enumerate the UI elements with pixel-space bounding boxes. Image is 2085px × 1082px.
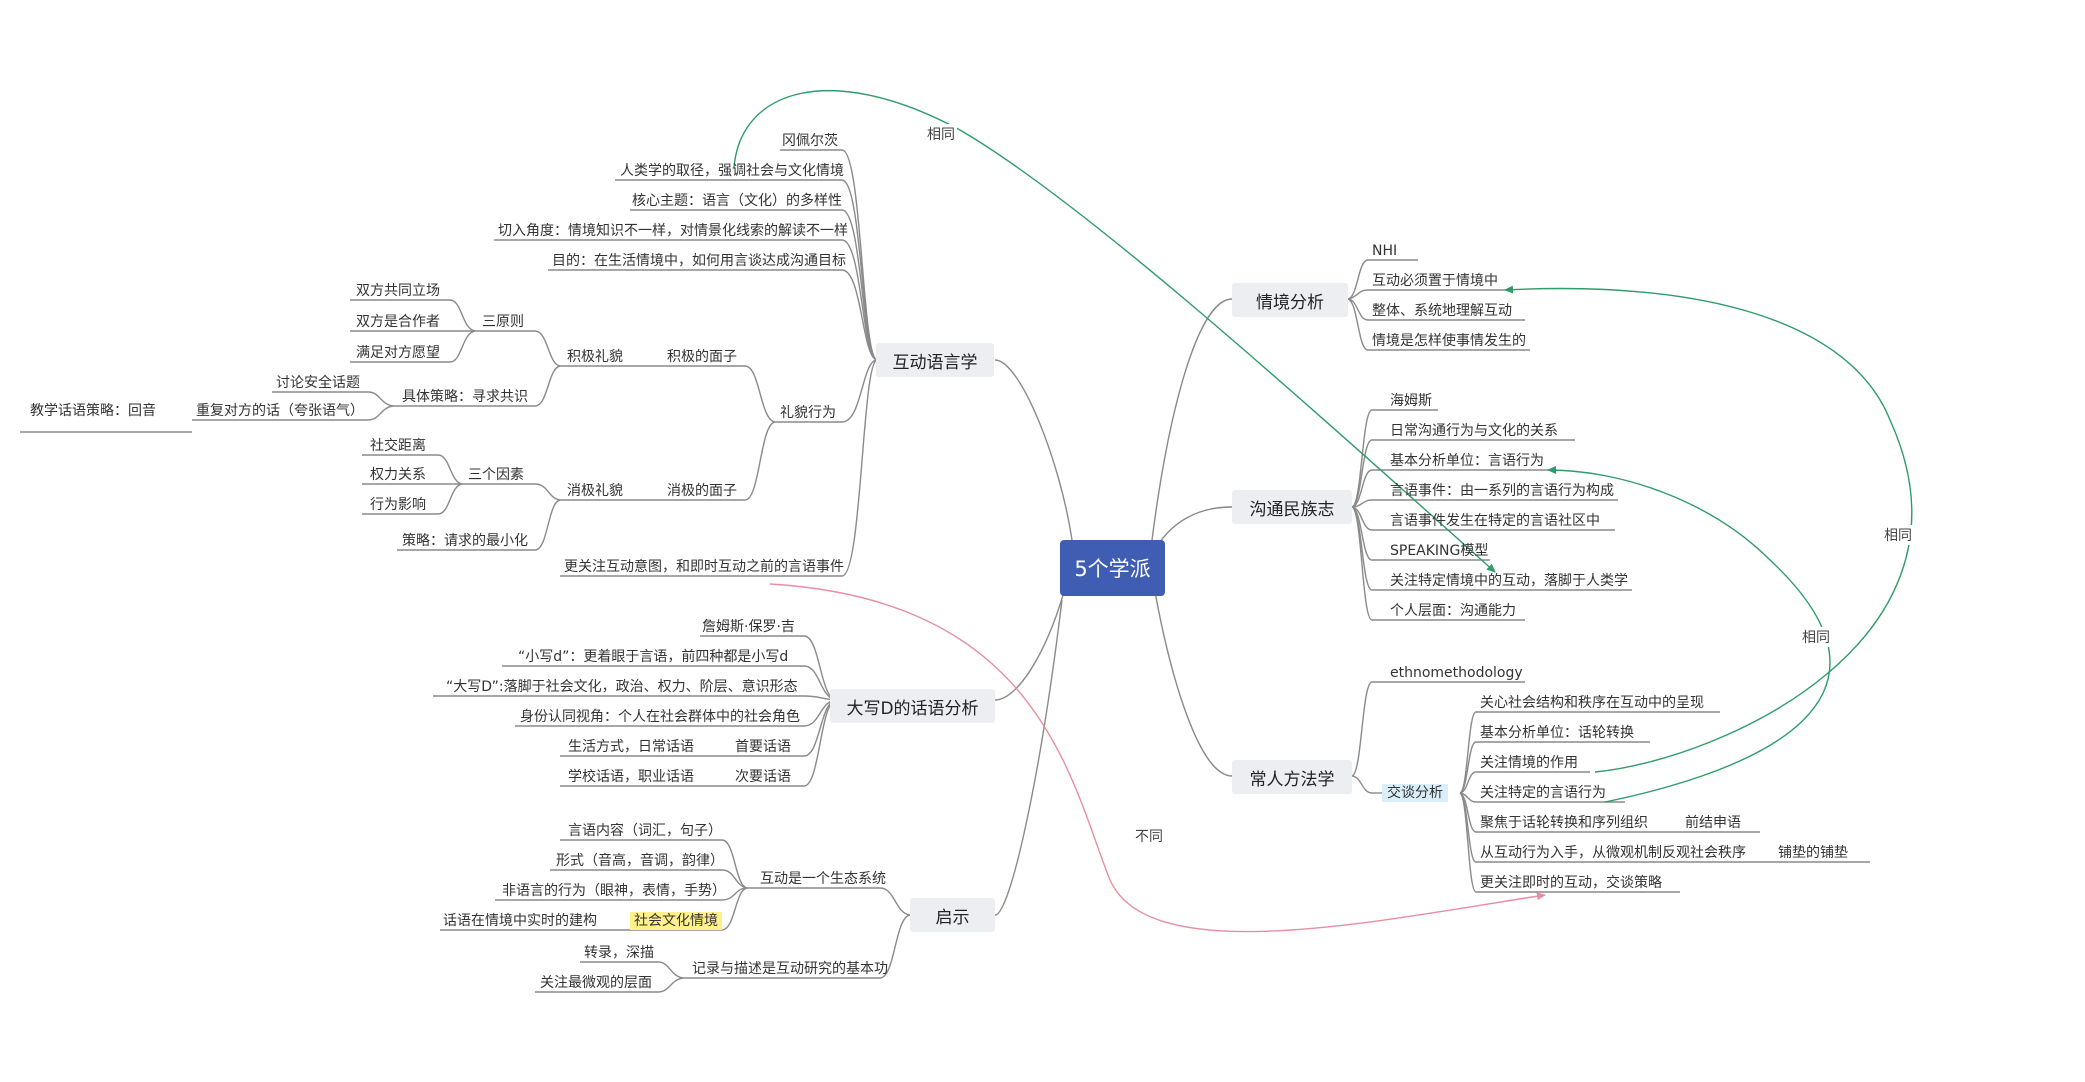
branch-big-d-discourse-analysis[interactable]: 大写D的话语分析 [830, 689, 995, 723]
node-conversation-analysis[interactable]: 交谈分析 [1382, 784, 1448, 802]
node-principle-common-ground[interactable]: 双方共同立场 [356, 283, 440, 299]
relation-label-same-1[interactable]: 相同 [925, 124, 957, 144]
node-speaking-model[interactable]: SPEAKING模型 [1390, 543, 1489, 559]
node-verbal-content[interactable]: 言语内容（词汇，句子） [568, 823, 722, 839]
node-anthropology-focus[interactable]: 关注特定情境中的互动，落脚于人类学 [1390, 573, 1628, 589]
node-micro-level[interactable]: 关注最微观的层面 [540, 975, 652, 991]
node-principle-cooperators[interactable]: 双方是合作者 [356, 314, 440, 330]
branch-situation-analysis[interactable]: 情境分析 [1232, 283, 1348, 317]
node-sociocultural-context[interactable]: 社会文化情境 [630, 912, 722, 930]
node-negative-face[interactable]: 消极的面子 [667, 483, 737, 499]
node-nhi[interactable]: NHI [1372, 243, 1398, 259]
node-secondary-examples[interactable]: 学校话语，职业话语 [568, 769, 694, 785]
branch-interactional-linguistics[interactable]: 互动语言学 [876, 343, 994, 377]
node-ecosystem[interactable]: 互动是一个生态系统 [760, 871, 886, 887]
node-pre-pre[interactable]: 铺垫的铺垫 [1778, 845, 1848, 861]
node-interaction-in-context[interactable]: 互动必须置于情境中 [1372, 273, 1498, 289]
node-primary-discourse[interactable]: 首要话语 [735, 739, 791, 755]
branch-ethnography-of-communication[interactable]: 沟通民族志 [1232, 490, 1352, 524]
node-social-distance[interactable]: 社交距离 [370, 438, 426, 454]
node-ethnomethodology-en[interactable]: ethnomethodology [1390, 665, 1523, 681]
node-small-d[interactable]: “小写d”：更着眼于言语，前四种都是小写d [518, 649, 789, 665]
node-minimize-request[interactable]: 策略：请求的最小化 [402, 533, 528, 549]
node-sequence-organization[interactable]: 聚焦于话轮转换和序列组织 [1480, 815, 1648, 831]
node-repeat-words[interactable]: 重复对方的话（夸张语气） [196, 403, 364, 419]
node-immediate-interaction[interactable]: 更关注即时的互动，交谈策略 [1480, 875, 1662, 891]
node-james-paul-gee[interactable]: 詹姆斯·保罗·吉 [702, 619, 795, 635]
node-three-factors[interactable]: 三个因素 [468, 467, 524, 483]
root-topic[interactable]: 5个学派 [1060, 540, 1165, 596]
relation-label-same-3[interactable]: 相同 [1882, 525, 1914, 545]
node-nonverbal[interactable]: 非语言的行为（眼神，表情，手势） [502, 883, 726, 899]
node-speech-event[interactable]: 言语事件：由一系列的言语行为构成 [1390, 483, 1614, 499]
node-identity-perspective[interactable]: 身份认同视角：个人在社会群体中的社会角色 [520, 709, 800, 725]
node-hymes[interactable]: 海姆斯 [1390, 393, 1432, 409]
node-transcribe[interactable]: 转录，深描 [584, 945, 654, 961]
node-focus-intent[interactable]: 更关注互动意图，和即时互动之前的言语事件 [564, 559, 844, 575]
node-principle-satisfy-wants[interactable]: 满足对方愿望 [356, 345, 440, 361]
node-secondary-discourse[interactable]: 次要话语 [735, 769, 791, 785]
node-communicative-competence[interactable]: 个人层面：沟通能力 [1390, 603, 1516, 619]
relation-label-different[interactable]: 不同 [1133, 826, 1165, 846]
branch-ethnomethodology[interactable]: 常人方法学 [1232, 760, 1352, 794]
node-three-principles[interactable]: 三原则 [482, 314, 524, 330]
node-power-relation[interactable]: 权力关系 [370, 467, 426, 483]
node-how-context-works[interactable]: 情境是怎样使事情发生的 [1372, 333, 1526, 349]
node-entry-angle[interactable]: 切入角度：情境知识不一样，对情景化线索的解读不一样 [498, 223, 848, 239]
node-realtime-construction[interactable]: 话语在情境中实时的建构 [443, 913, 597, 929]
node-goal[interactable]: 目的：在生活情境中，如何用言谈达成沟通目标 [552, 253, 846, 269]
node-specific-speech-act[interactable]: 关注特定的言语行为 [1480, 785, 1606, 801]
node-positive-face[interactable]: 积极的面子 [667, 349, 737, 365]
node-pre-sequence[interactable]: 前结申语 [1685, 815, 1741, 831]
branch-insight[interactable]: 启示 [910, 898, 995, 932]
node-safe-topics[interactable]: 讨论安全话题 [276, 375, 360, 391]
node-communication-culture[interactable]: 日常沟通行为与文化的关系 [1390, 423, 1558, 439]
node-anthropological-approach[interactable]: 人类学的取径，强调社会与文化情境 [620, 163, 844, 179]
node-negative-politeness[interactable]: 消极礼貌 [567, 483, 623, 499]
relation-label-same-2[interactable]: 相同 [1800, 627, 1832, 647]
node-echo-strategy[interactable]: 教学话语策略：回音 [30, 403, 156, 419]
node-gumperz[interactable]: 冈佩尔茨 [782, 133, 838, 149]
node-turn-taking-unit[interactable]: 基本分析单位：话轮转换 [1480, 725, 1634, 741]
node-speech-act-unit[interactable]: 基本分析单位：言语行为 [1390, 453, 1544, 469]
node-positive-politeness[interactable]: 积极礼貌 [567, 349, 623, 365]
node-specific-strategy[interactable]: 具体策略：寻求共识 [402, 389, 528, 405]
node-core-theme[interactable]: 核心主题：语言（文化）的多样性 [632, 193, 842, 209]
node-record-describe[interactable]: 记录与描述是互动研究的基本功 [692, 961, 888, 977]
node-speech-community[interactable]: 言语事件发生在特定的言语社区中 [1390, 513, 1600, 529]
node-social-order[interactable]: 关心社会结构和秩序在互动中的呈现 [1480, 695, 1704, 711]
node-behavior-impact[interactable]: 行为影响 [370, 497, 426, 513]
node-primary-examples[interactable]: 生活方式，日常话语 [568, 739, 694, 755]
node-politeness-behavior[interactable]: 礼貌行为 [780, 405, 836, 421]
node-form[interactable]: 形式（音高，音调，韵律） [556, 853, 724, 869]
node-micro-to-social-order[interactable]: 从互动行为入手，从微观机制反观社会秩序 [1480, 845, 1746, 861]
node-holistic-understanding[interactable]: 整体、系统地理解互动 [1372, 303, 1512, 319]
node-context-role[interactable]: 关注情境的作用 [1480, 755, 1578, 771]
node-big-d[interactable]: “大写D”:落脚于社会文化，政治、权力、阶层、意识形态 [446, 679, 798, 695]
